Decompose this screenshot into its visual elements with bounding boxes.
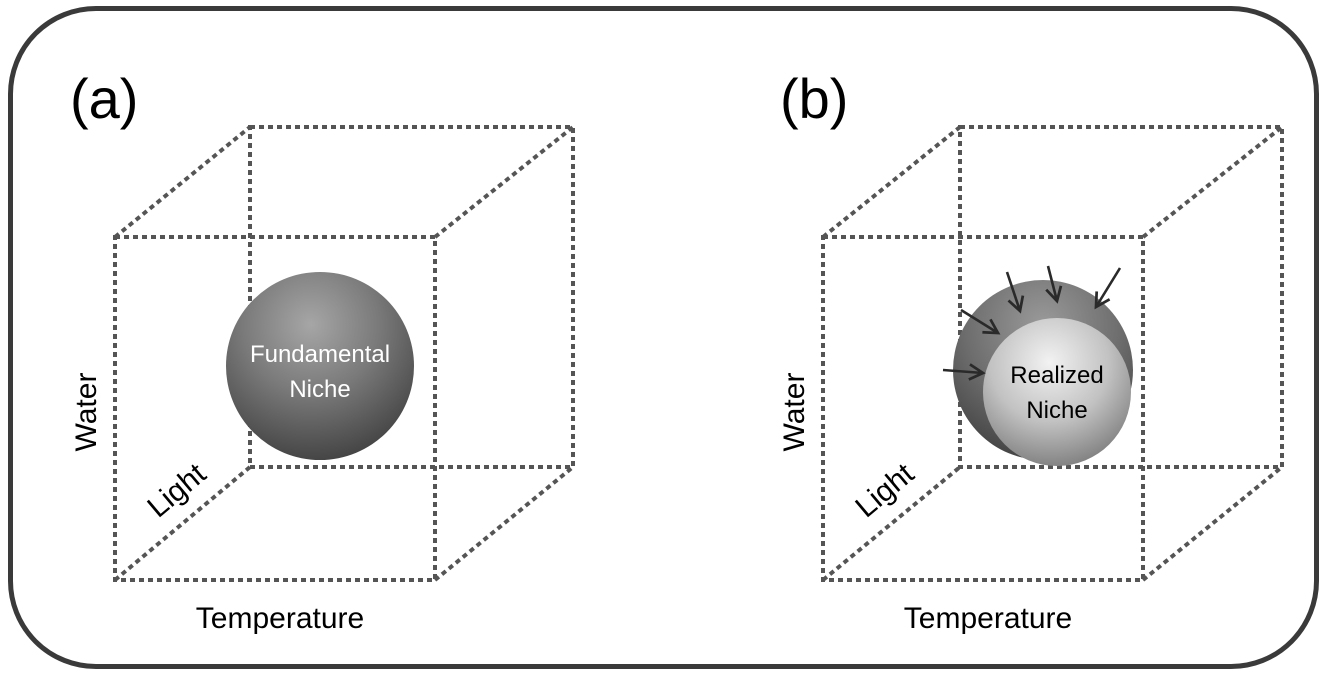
arrow-icon xyxy=(1005,271,1025,314)
panel-label-a: (a) xyxy=(70,67,138,130)
niche-label-line2: Niche xyxy=(1026,397,1087,424)
arrow-icon xyxy=(960,308,1001,335)
arrow-icon xyxy=(1045,265,1063,304)
sphere xyxy=(226,272,414,460)
inner-sphere xyxy=(983,318,1131,466)
cube-back-face xyxy=(248,125,575,469)
panel-label-b: (b) xyxy=(780,67,848,130)
niche-label-line2: Niche xyxy=(289,376,350,403)
cube-a xyxy=(113,125,575,582)
cube-a-front xyxy=(113,235,437,582)
axis-label-water: Water xyxy=(778,373,811,452)
arrow-icon xyxy=(942,363,986,381)
cube-back-face xyxy=(958,125,1284,469)
cube-edge xyxy=(433,465,575,582)
cube-edge xyxy=(1141,465,1284,582)
realized-niche-sphere: Realized Niche xyxy=(983,318,1131,466)
panel-a: (a) Fundamental Niche Water Light Temper… xyxy=(70,67,575,635)
cube-edge xyxy=(433,125,575,239)
cube-front-face xyxy=(821,235,1145,582)
axis-label-light: Light xyxy=(849,457,921,525)
cube-edge xyxy=(113,465,252,582)
constraint-arrows xyxy=(942,265,1122,381)
niche-label-line1: Fundamental xyxy=(250,341,390,368)
cube-edge xyxy=(821,125,962,239)
axis-label-light: Light xyxy=(141,457,213,525)
cube-edge xyxy=(1141,125,1284,239)
axis-label-water: Water xyxy=(70,373,103,452)
cube-edge xyxy=(821,465,962,582)
cube-b-front xyxy=(821,235,1145,582)
cube-edge xyxy=(113,125,252,239)
rounded-frame xyxy=(8,6,1319,669)
axis-label-temperature: Temperature xyxy=(904,602,1072,635)
cube-front-face xyxy=(113,235,437,582)
cube-b xyxy=(821,125,1284,582)
niche-label-line1: Realized xyxy=(1010,362,1103,389)
arrow-icon xyxy=(1094,267,1122,310)
axis-label-temperature: Temperature xyxy=(196,602,364,635)
fundamental-niche-sphere: Fundamental Niche xyxy=(226,272,414,460)
panel-b: (b) Realized Niche Water Light xyxy=(778,67,1284,635)
